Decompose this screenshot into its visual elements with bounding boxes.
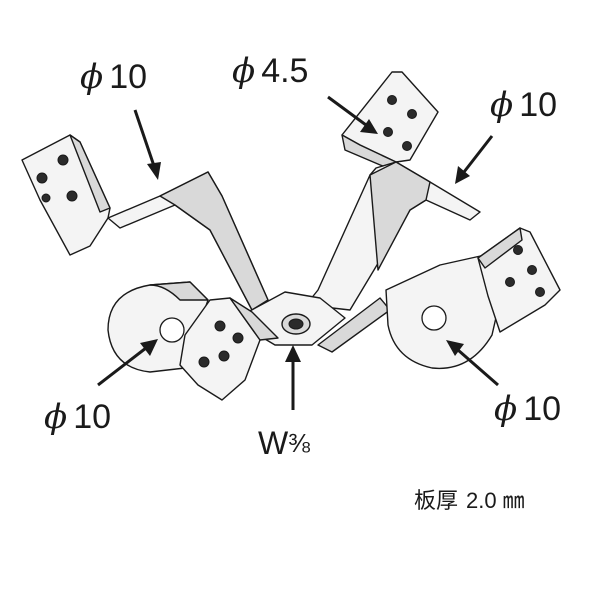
- arrow-top-center-head: [360, 119, 378, 134]
- arrow-bottom-right: [457, 348, 499, 387]
- plate-thickness-unit: ㎜: [503, 488, 525, 513]
- right-lower-tab-hole-4: [535, 287, 545, 297]
- left-lower-lug-hole: [159, 317, 185, 343]
- right-lower-tab-hole-3: [527, 265, 537, 275]
- left-lower-tab-hole-1: [214, 320, 226, 332]
- left-upper-tab-hole-2: [57, 154, 69, 166]
- right-lower-lug-hole: [421, 305, 447, 331]
- right-small-tab-hole-4: [402, 141, 412, 151]
- arrow-top-center: [327, 95, 367, 127]
- arrow-bottom-left-head: [140, 339, 158, 356]
- right-small-tab-hole-2: [407, 109, 417, 119]
- right-lower-tab-hole-2: [505, 277, 515, 287]
- plate-thickness-value: 2.0: [466, 488, 497, 513]
- arrow-top-right: [462, 135, 494, 173]
- left-lower-tab-hole-2: [232, 332, 244, 344]
- plate-thickness-prefix: 板厚: [414, 488, 458, 513]
- right-small-tab-hole-1: [387, 95, 397, 105]
- left-lower-tab-hole-4: [218, 350, 230, 362]
- bracket-drawing: [21, 71, 561, 401]
- center-nut-thread: [288, 318, 304, 330]
- left-upper-tab-edge: [69, 134, 111, 213]
- arrow-bottom-center-head: [285, 345, 301, 362]
- leader-arrows: [97, 95, 499, 410]
- arrow-top-right-head: [455, 166, 470, 184]
- arrow-top-left-head: [147, 162, 161, 180]
- label-nut-thread: W⅜: [258, 425, 310, 461]
- right-upper-strap-side: [369, 161, 431, 271]
- left-upper-tab-hole-4: [41, 193, 51, 203]
- left-lower-lug-rim: [149, 281, 209, 301]
- arrow-top-left: [133, 109, 156, 167]
- left-lower-tab: [179, 297, 261, 401]
- right-lower-tab-hole-1: [513, 245, 523, 255]
- left-lower-tab-hole-3: [198, 356, 210, 368]
- left-lower-tab-side: [229, 297, 279, 341]
- right-small-tab-hole-3: [383, 127, 393, 137]
- left-upper-tab-hole-1: [36, 172, 48, 184]
- arrow-bottom-left: [97, 346, 147, 387]
- arrow-bottom-right-head: [446, 340, 464, 356]
- right-lower-tab-side: [477, 227, 523, 269]
- left-upper-tab-hole-3: [66, 190, 78, 202]
